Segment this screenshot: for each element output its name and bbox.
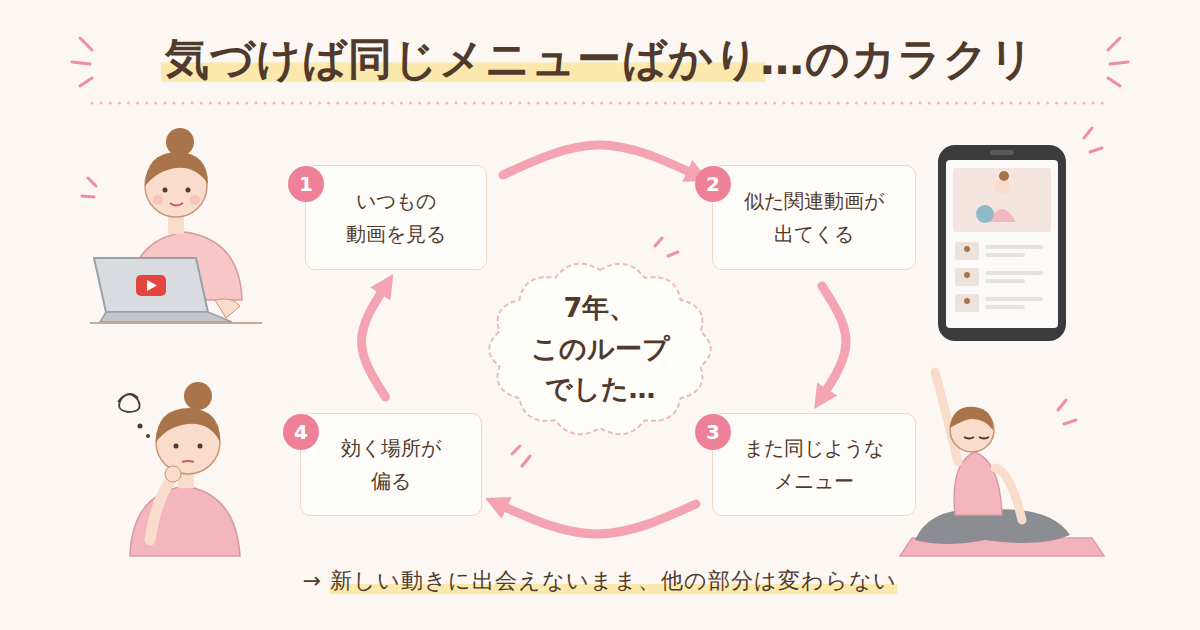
- sparkle-strokes-part: [522, 456, 530, 466]
- woman-laptop-figure-part: [147, 280, 157, 291]
- sparkle-strokes-part: [668, 252, 678, 256]
- woman-laptop-figure-part: [166, 128, 194, 156]
- step-number: 4: [283, 414, 319, 450]
- woman-laptop-figure: [90, 128, 262, 323]
- step-box: 4効く場所が 偏る: [300, 413, 482, 516]
- stretching-woman-figure-part: [950, 407, 993, 430]
- woman-laptop-figure-part: [153, 195, 163, 205]
- step-number: 3: [695, 414, 731, 450]
- thinking-woman-figure-part: [174, 444, 179, 449]
- sparkle-strokes-part: [88, 178, 96, 186]
- woman-laptop-figure-part: [90, 322, 262, 324]
- cloud-bubble: 7年、 このループ でした…: [485, 258, 715, 440]
- thinking-woman-figure: [118, 382, 240, 556]
- smartphone-figure-part-part: [985, 297, 1043, 301]
- smartphone-figure-part-part: [985, 271, 1043, 275]
- cloud-text: 7年、 このループ でした…: [515, 288, 685, 410]
- thinking-woman-figure-part: [184, 382, 212, 410]
- step-box: 1いつもの 動画を見る: [305, 165, 487, 270]
- sparkle-strokes-part: [1110, 62, 1128, 64]
- woman-laptop-figure-part: [163, 188, 168, 193]
- smartphone-figure-part-part: [964, 272, 970, 278]
- smartphone-figure-part-part: [985, 245, 1043, 249]
- thinking-woman-figure-part: [198, 444, 203, 449]
- stretching-woman-figure-part: [964, 437, 974, 439]
- step-text: いつもの 動画を見る: [328, 185, 464, 251]
- smartphone-figure-part: [953, 168, 1051, 232]
- title: 気づけば同じメニューばかり…のカラクリ: [165, 30, 1035, 89]
- thinking-woman-figure-part: [156, 408, 220, 442]
- dotted-divider: [92, 102, 1108, 105]
- smartphone-figure: [938, 145, 1066, 341]
- woman-laptop-figure-part: [100, 312, 232, 322]
- sparkle-strokes-part: [1090, 148, 1102, 152]
- thinking-woman-figure-part: [150, 478, 172, 540]
- sparkle-strokes: [72, 38, 1128, 466]
- sparkle-strokes-part: [80, 38, 92, 50]
- sparkle-strokes-part: [72, 62, 90, 64]
- sparkle-strokes-part: [1064, 420, 1076, 424]
- cycle-arrow: [822, 286, 846, 397]
- woman-laptop-figure-part: [190, 195, 200, 205]
- step-number: 1: [288, 166, 324, 202]
- smartphone-figure-part-part: [964, 298, 970, 304]
- smartphone-figure-part: [964, 246, 970, 304]
- smartphone-figure-part-part: [964, 246, 970, 252]
- sparkle-strokes-part: [80, 78, 92, 86]
- sparkle-strokes-part: [82, 196, 94, 197]
- woman-laptop-figure-part: [94, 258, 208, 312]
- thinking-woman-figure-part: [130, 486, 240, 556]
- step-box: 3また同じような メニュー: [712, 413, 916, 516]
- step-text: 効く場所が 偏る: [323, 432, 459, 498]
- smartphone-figure-part-part: [985, 253, 1025, 257]
- cloud-outline-path: [489, 264, 710, 434]
- smartphone-figure-part-part: [955, 242, 979, 260]
- stretching-woman-figure-part: [979, 437, 989, 439]
- smartphone-figure-part-part: [985, 305, 1025, 309]
- step-box: 2似た関連動画が 出てくる: [712, 165, 916, 270]
- smartphone-figure-part-part: [985, 279, 1025, 283]
- sparkle-strokes-part: [1108, 38, 1120, 50]
- step-number: 2: [695, 166, 731, 202]
- sparkle-strokes-part: [512, 446, 520, 454]
- thinking-woman-figure-part: [182, 461, 194, 462]
- smartphone-figure-part: [985, 245, 1043, 309]
- thinking-woman-figure-part: [118, 394, 140, 412]
- woman-laptop-figure-part: [186, 188, 191, 193]
- step-text: また同じような メニュー: [735, 432, 893, 498]
- cycle-arrow: [362, 286, 386, 397]
- sparkle-strokes-part: [1058, 400, 1066, 410]
- stretching-woman-figure-part: [995, 468, 1022, 520]
- thinking-woman-figure-part: [138, 424, 143, 429]
- smartphone-figure-part: [946, 160, 1058, 328]
- cycle-arrow: [503, 145, 696, 175]
- woman-laptop-figure-part: [145, 152, 208, 186]
- cycle-arrow: [498, 504, 696, 534]
- smartphone-figure-part: [999, 171, 1009, 181]
- smartphone-figure-part: [955, 242, 979, 312]
- smartphone-figure-part-part: [955, 268, 979, 286]
- caption: → 新しい動きに出会えないまま、他の部分は変わらない: [303, 566, 897, 596]
- woman-laptop-figure-part: [136, 275, 166, 296]
- woman-laptop-figure-part: [170, 203, 183, 206]
- smartphone-figure-part-part: [955, 294, 979, 312]
- smartphone-figure-part: [976, 205, 994, 223]
- step-text: 似た関連動画が 出てくる: [735, 185, 893, 251]
- thinking-woman-figure-part: [165, 466, 181, 482]
- woman-laptop-figure-part: [215, 299, 240, 318]
- sparkle-strokes-part: [1108, 78, 1120, 86]
- smartphone-figure-part: [990, 150, 1014, 155]
- sparkle-strokes-part: [1084, 128, 1092, 138]
- smartphone-figure-part: [938, 145, 1066, 341]
- thinking-woman-figure-part: [146, 434, 150, 438]
- sparkle-strokes-part: [655, 238, 662, 246]
- stretching-woman-figure: [900, 372, 1104, 556]
